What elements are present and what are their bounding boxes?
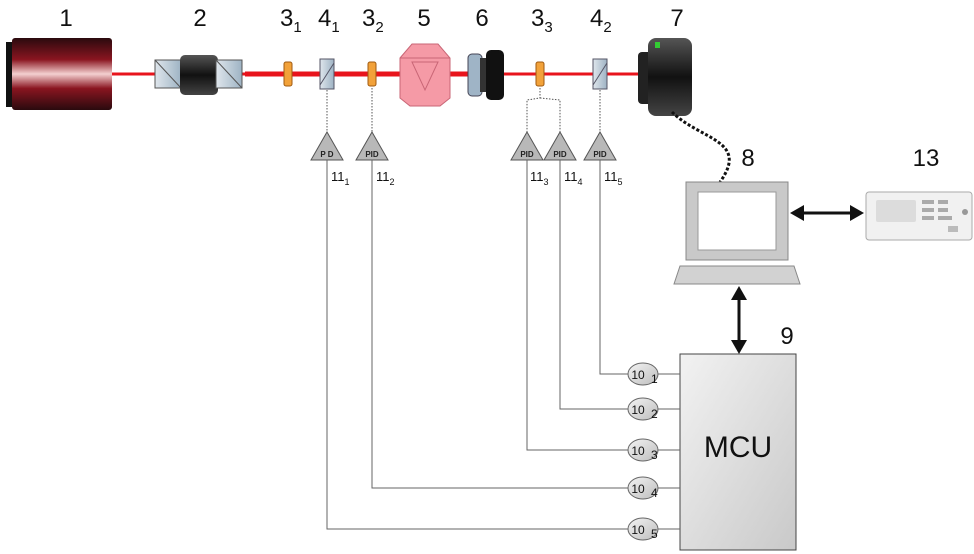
waveplate-3-1 — [283, 61, 293, 87]
label-detector-11-2: 112 — [376, 169, 395, 187]
label-camera: 7 — [670, 5, 683, 32]
svg-text:5: 5 — [651, 527, 658, 541]
detector-pickoffs — [326, 88, 601, 134]
svg-text:PID: PID — [520, 150, 534, 159]
port-10-5: 10 5 — [627, 517, 659, 541]
svg-text:P D: P D — [320, 150, 333, 159]
label-detector-11-5: 115 — [604, 169, 623, 187]
detector-11-1: P D — [310, 130, 344, 161]
label-waveplate-3-3: 33 — [531, 5, 553, 36]
laser-source — [6, 38, 112, 110]
label-lens: 6 — [475, 5, 488, 32]
svg-text:PID: PID — [365, 150, 379, 159]
svg-text:10: 10 — [631, 403, 645, 417]
label-laser: 1 — [59, 5, 72, 32]
label-waveplate-3-1: 31 — [280, 5, 302, 36]
svg-text:1: 1 — [651, 372, 658, 386]
camera — [638, 38, 692, 116]
label-waveplate-3-2: 32 — [362, 5, 384, 36]
mcu-box — [679, 353, 797, 551]
signal-wires — [326, 160, 680, 530]
polarizer-4-1 — [319, 58, 335, 90]
svg-text:10: 10 — [631, 444, 645, 458]
svg-text:10: 10 — [631, 523, 645, 537]
label-mcu-number: 9 — [780, 323, 793, 350]
label-detector-11-1: 111 — [331, 169, 350, 187]
polarizer-4-2 — [592, 58, 608, 90]
label-computer: 8 — [741, 145, 754, 172]
label-prism: 5 — [417, 5, 430, 32]
port-10-4: 10 4 — [627, 476, 659, 500]
prism — [399, 43, 451, 107]
svg-text:10: 10 — [631, 482, 645, 496]
signal-instrument — [865, 191, 973, 241]
detector-11-3: PID — [510, 130, 544, 161]
waveplate-3-2 — [367, 61, 377, 87]
optical-isolator — [154, 55, 243, 95]
svg-text:PID: PID — [553, 150, 567, 159]
label-detector-11-3: 113 — [530, 169, 549, 187]
label-detector-11-4: 114 — [564, 169, 583, 187]
port-10-3: 10 3 — [627, 438, 659, 462]
lens-mount — [467, 50, 504, 100]
port-10-2: 10 2 — [627, 397, 659, 421]
detector-11-5: PID — [583, 130, 617, 161]
svg-text:4: 4 — [651, 486, 658, 500]
label-instrument: 13 — [913, 145, 940, 172]
computer — [673, 181, 801, 285]
detector-11-4: PID — [543, 130, 577, 161]
mcu-label: MCU — [704, 431, 772, 464]
detector-11-2: PID — [355, 130, 389, 161]
svg-text:3: 3 — [651, 448, 658, 462]
waveplate-3-3 — [535, 61, 545, 87]
camera-cable — [670, 110, 731, 183]
arrow-computer-instrument — [790, 205, 864, 221]
arrow-computer-mcu — [731, 286, 747, 354]
svg-text:PID: PID — [593, 150, 607, 159]
svg-text:10: 10 — [631, 368, 645, 382]
svg-text:2: 2 — [651, 407, 658, 421]
label-isolator: 2 — [193, 5, 206, 32]
label-polarizer-4-2: 42 — [590, 5, 612, 36]
port-10-1: 10 1 — [627, 362, 659, 386]
label-polarizer-4-1: 41 — [318, 5, 340, 36]
